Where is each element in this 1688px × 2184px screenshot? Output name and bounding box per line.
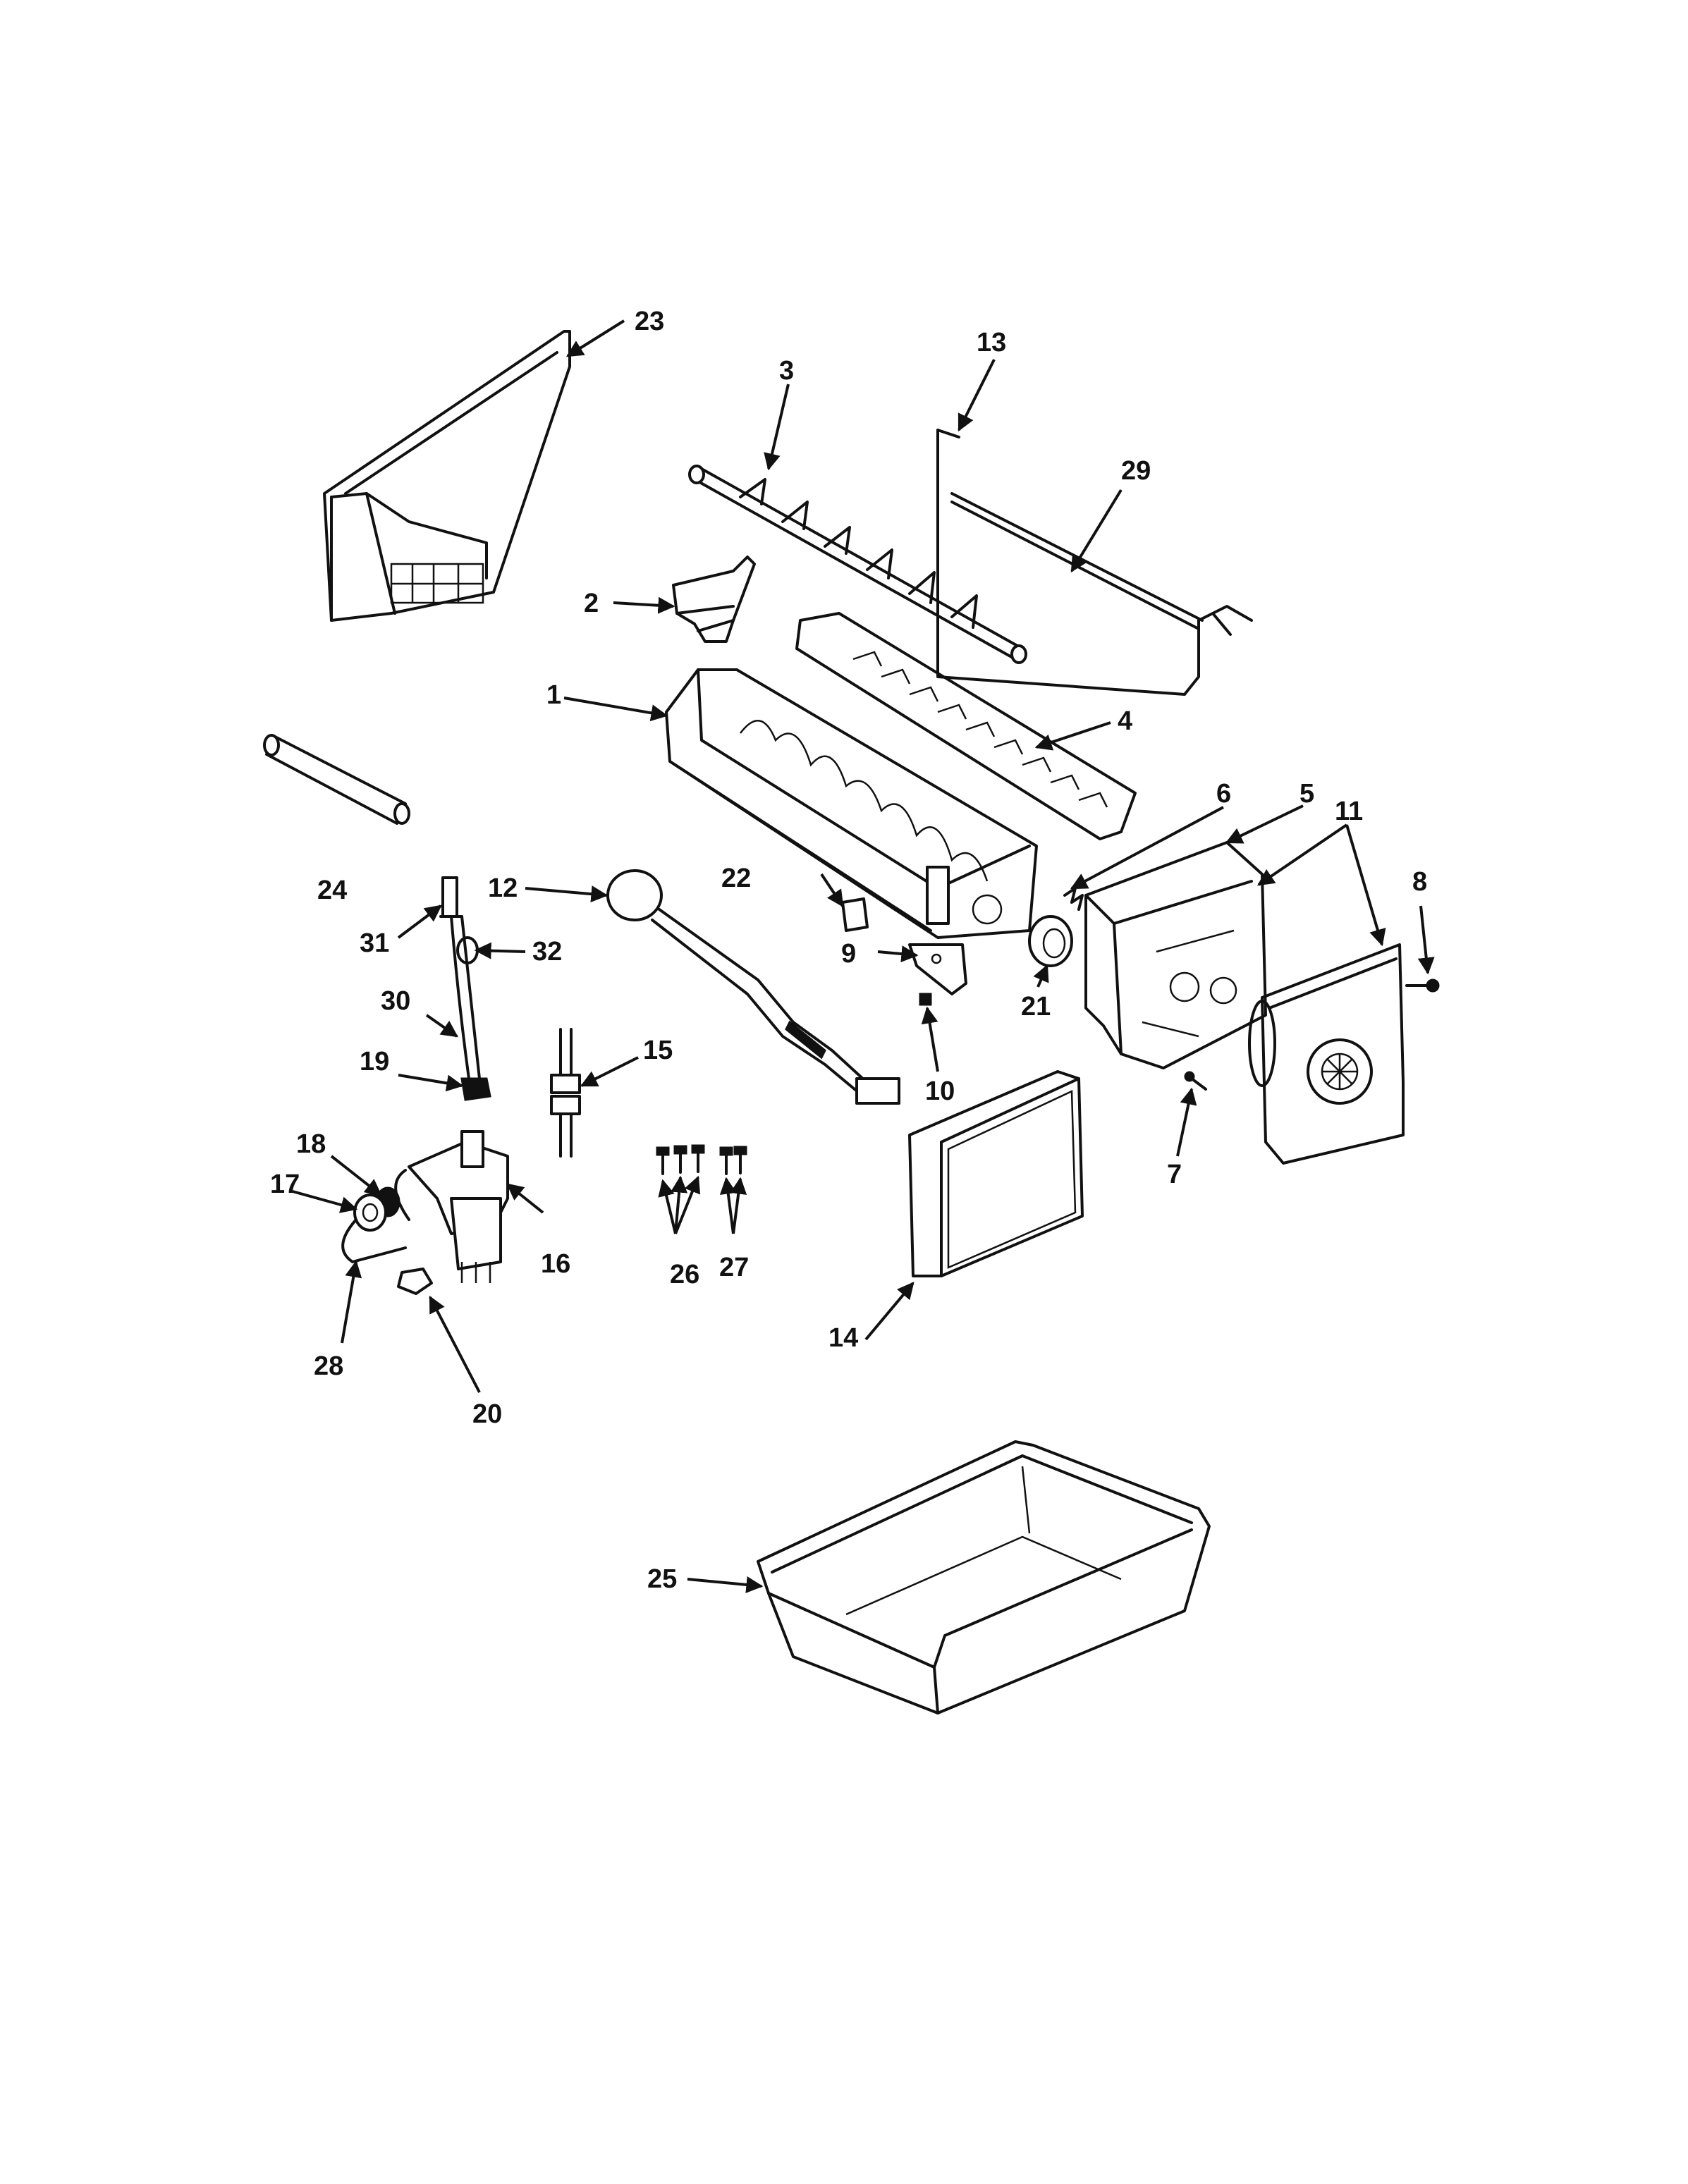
part-26-screws	[656, 1144, 705, 1175]
callout-17: 17	[270, 1170, 300, 1199]
part-20-clip	[397, 1268, 433, 1295]
callout-19: 19	[360, 1047, 389, 1076]
callout-15: 15	[643, 1036, 673, 1065]
callout-29: 29	[1121, 456, 1151, 486]
callout-28: 28	[314, 1351, 343, 1381]
callout-27: 27	[719, 1253, 749, 1282]
part-15-coupler	[550, 1028, 581, 1158]
part-6-spring	[1063, 887, 1084, 911]
callout-31: 31	[360, 928, 389, 958]
callout-25: 25	[647, 1564, 677, 1594]
callout-16: 16	[541, 1249, 570, 1279]
callout-12: 12	[488, 873, 518, 903]
part-2-bracket	[672, 556, 756, 643]
callout-5: 5	[1299, 779, 1314, 809]
part-27-screws	[719, 1146, 747, 1175]
part-7-screw	[1184, 1071, 1207, 1091]
part-16-water-valve	[394, 1130, 509, 1283]
callout-14: 14	[828, 1323, 858, 1353]
part-3-ejector	[688, 465, 1027, 664]
callout-26: 26	[670, 1260, 699, 1289]
callout-6: 6	[1216, 779, 1231, 809]
part-5-housing	[1084, 841, 1267, 1069]
part-4-stripper	[795, 612, 1137, 840]
part-24-fill-tube	[263, 734, 410, 825]
part-31-fitting	[439, 876, 463, 918]
part-13-feeler-arm	[936, 429, 1253, 696]
callout-4: 4	[1118, 706, 1132, 736]
part-12-wire-harness	[606, 869, 900, 1105]
part-25-ice-bin	[757, 1440, 1211, 1714]
callout-21: 21	[1021, 992, 1051, 1022]
callout-1: 1	[546, 680, 561, 710]
callout-18: 18	[296, 1129, 326, 1159]
part-9-bracket	[908, 943, 967, 995]
callout-8: 8	[1412, 867, 1427, 897]
part-1-mold	[665, 668, 1038, 939]
part-21-coupling	[1028, 915, 1073, 967]
callout-32: 32	[532, 937, 562, 967]
part-10-screw	[919, 993, 932, 1006]
callout-11: 11	[1335, 797, 1363, 826]
callout-10: 10	[925, 1076, 955, 1106]
callout-labels: 23 3 13 29 2 1 4 6 5 11 8 24 12 22 9 21 …	[270, 307, 1427, 1594]
callout-23: 23	[635, 307, 664, 336]
callout-24: 24	[317, 876, 347, 905]
callout-13: 13	[977, 328, 1006, 357]
leader-lines	[292, 319, 1435, 1593]
callout-7: 7	[1167, 1160, 1182, 1189]
callout-30: 30	[381, 986, 410, 1016]
part-11-motor-module	[1248, 943, 1405, 1165]
part-19-nut	[460, 1077, 491, 1101]
part-17-cap	[353, 1194, 387, 1232]
callout-3: 3	[779, 356, 794, 386]
part-23-cover	[323, 330, 571, 622]
callout-22: 22	[721, 864, 751, 893]
callout-9: 9	[841, 939, 856, 969]
part-30-tube	[450, 915, 481, 1080]
part-14-cover-box	[908, 1070, 1084, 1277]
part-22-insulator	[841, 897, 869, 932]
callout-2: 2	[584, 589, 599, 618]
part-8-screw	[1405, 978, 1440, 993]
callout-20: 20	[472, 1399, 502, 1429]
